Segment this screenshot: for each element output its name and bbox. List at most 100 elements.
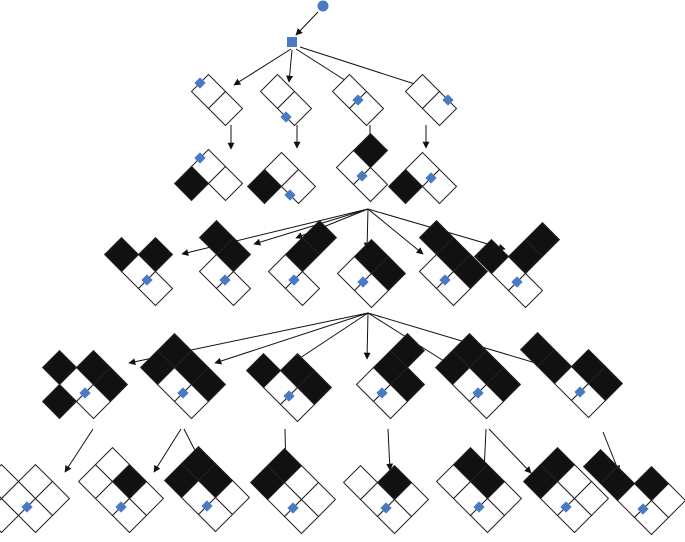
edge-l1-to-l2-3 xyxy=(299,46,425,89)
position-marker xyxy=(425,172,437,184)
filled-cell xyxy=(246,168,283,205)
position-marker xyxy=(284,189,296,201)
node-l3-0 xyxy=(173,148,244,202)
node-l1 xyxy=(287,37,297,47)
filled-cell xyxy=(163,462,200,499)
filled-cell xyxy=(587,365,624,402)
filled-cell xyxy=(485,366,522,403)
edge-l1-to-l2-1 xyxy=(286,49,294,83)
empty-cell xyxy=(207,165,244,202)
position-marker xyxy=(177,387,189,399)
node-l5-3 xyxy=(355,332,426,420)
position-marker xyxy=(194,152,206,164)
empty-cell xyxy=(207,90,244,127)
root-circle-marker xyxy=(317,0,329,12)
edge-l5-4-to-l6-6 xyxy=(488,428,532,474)
node-root xyxy=(317,0,329,12)
node-l2-3 xyxy=(404,73,458,127)
filled-cell xyxy=(539,446,576,483)
edge-l5-1-to-l6-1 xyxy=(153,428,182,473)
position-marker xyxy=(511,276,523,288)
position-marker xyxy=(141,274,153,286)
edge-l3-2-to-l4-3 xyxy=(363,208,371,250)
filled-cell xyxy=(376,464,413,501)
filled-cell xyxy=(296,369,333,406)
filled-cell xyxy=(387,168,424,205)
filled-cell xyxy=(452,446,489,483)
position-marker xyxy=(439,274,451,286)
edge-l4-3-to-l5-3 xyxy=(363,312,371,360)
position-marker xyxy=(219,274,231,286)
filled-cell xyxy=(370,255,407,292)
filled-cell xyxy=(389,366,426,403)
edge-l4-3-to-l5-1 xyxy=(214,312,369,365)
edge-l1-to-l2-0 xyxy=(233,48,292,86)
node-l6-6 xyxy=(522,446,610,534)
node-l5-2 xyxy=(245,352,333,423)
filled-cell xyxy=(524,221,561,258)
filled-cell xyxy=(137,236,174,273)
filled-cell xyxy=(41,383,78,420)
filled-cell xyxy=(434,349,471,386)
edge-l5-0-to-l6-0 xyxy=(64,428,94,473)
filled-cell xyxy=(198,219,235,256)
node-l6-4 xyxy=(342,464,430,535)
node-l5-4 xyxy=(434,332,522,420)
edge-l1-to-l2-2 xyxy=(295,48,352,85)
filled-cell xyxy=(473,238,510,275)
edge-root-to-l1 xyxy=(295,11,319,36)
node-l2-2 xyxy=(331,73,385,127)
node-l3-3 xyxy=(387,151,458,205)
position-marker xyxy=(357,276,369,288)
position-marker xyxy=(473,501,485,513)
filled-cell xyxy=(352,132,389,169)
node-l6-3 xyxy=(249,447,337,535)
empty-cell xyxy=(300,481,337,518)
node-l5-0 xyxy=(41,349,129,420)
node-l4-2 xyxy=(267,219,338,307)
filled-cell xyxy=(582,448,619,485)
position-marker xyxy=(201,500,213,512)
node-l2-0 xyxy=(190,73,244,127)
empty-cell xyxy=(342,464,379,501)
filled-cell xyxy=(389,332,426,369)
square-marker xyxy=(287,37,297,47)
position-marker xyxy=(288,274,300,286)
node-l4-5 xyxy=(473,221,561,309)
node-l3-1 xyxy=(246,151,317,205)
filled-cell xyxy=(418,219,455,256)
filled-cell xyxy=(173,165,210,202)
empty-cell xyxy=(0,497,20,534)
position-marker xyxy=(283,390,295,402)
position-marker xyxy=(472,387,484,399)
filled-cell xyxy=(245,352,282,389)
filled-cell xyxy=(103,236,140,273)
filled-cell xyxy=(633,465,670,502)
position-marker xyxy=(287,502,299,514)
filled-cell xyxy=(190,366,227,403)
node-l4-1 xyxy=(198,219,252,307)
node-l2-1 xyxy=(259,73,313,127)
edge-l5-3-to-l6-4 xyxy=(386,428,394,471)
position-marker xyxy=(574,386,586,398)
filled-cell xyxy=(139,349,176,386)
filled-cell xyxy=(111,463,148,500)
edge-l3-2-to-l4-4 xyxy=(367,208,424,255)
position-marker xyxy=(637,503,649,515)
position-marker xyxy=(376,387,388,399)
edge-l4-3-to-l5-2 xyxy=(293,312,369,363)
filled-cell xyxy=(301,219,338,256)
node-l4-0 xyxy=(103,236,174,307)
node-l5-5 xyxy=(519,331,624,419)
node-l6-2 xyxy=(163,445,251,533)
empty-cell xyxy=(34,480,71,517)
empty-cell xyxy=(573,480,610,517)
filled-cell xyxy=(519,331,556,368)
filled-cell xyxy=(92,366,129,403)
position-marker xyxy=(380,502,392,514)
node-l6-0 xyxy=(0,463,71,534)
node-l5-1 xyxy=(139,332,227,420)
node-l3-2 xyxy=(335,132,389,203)
